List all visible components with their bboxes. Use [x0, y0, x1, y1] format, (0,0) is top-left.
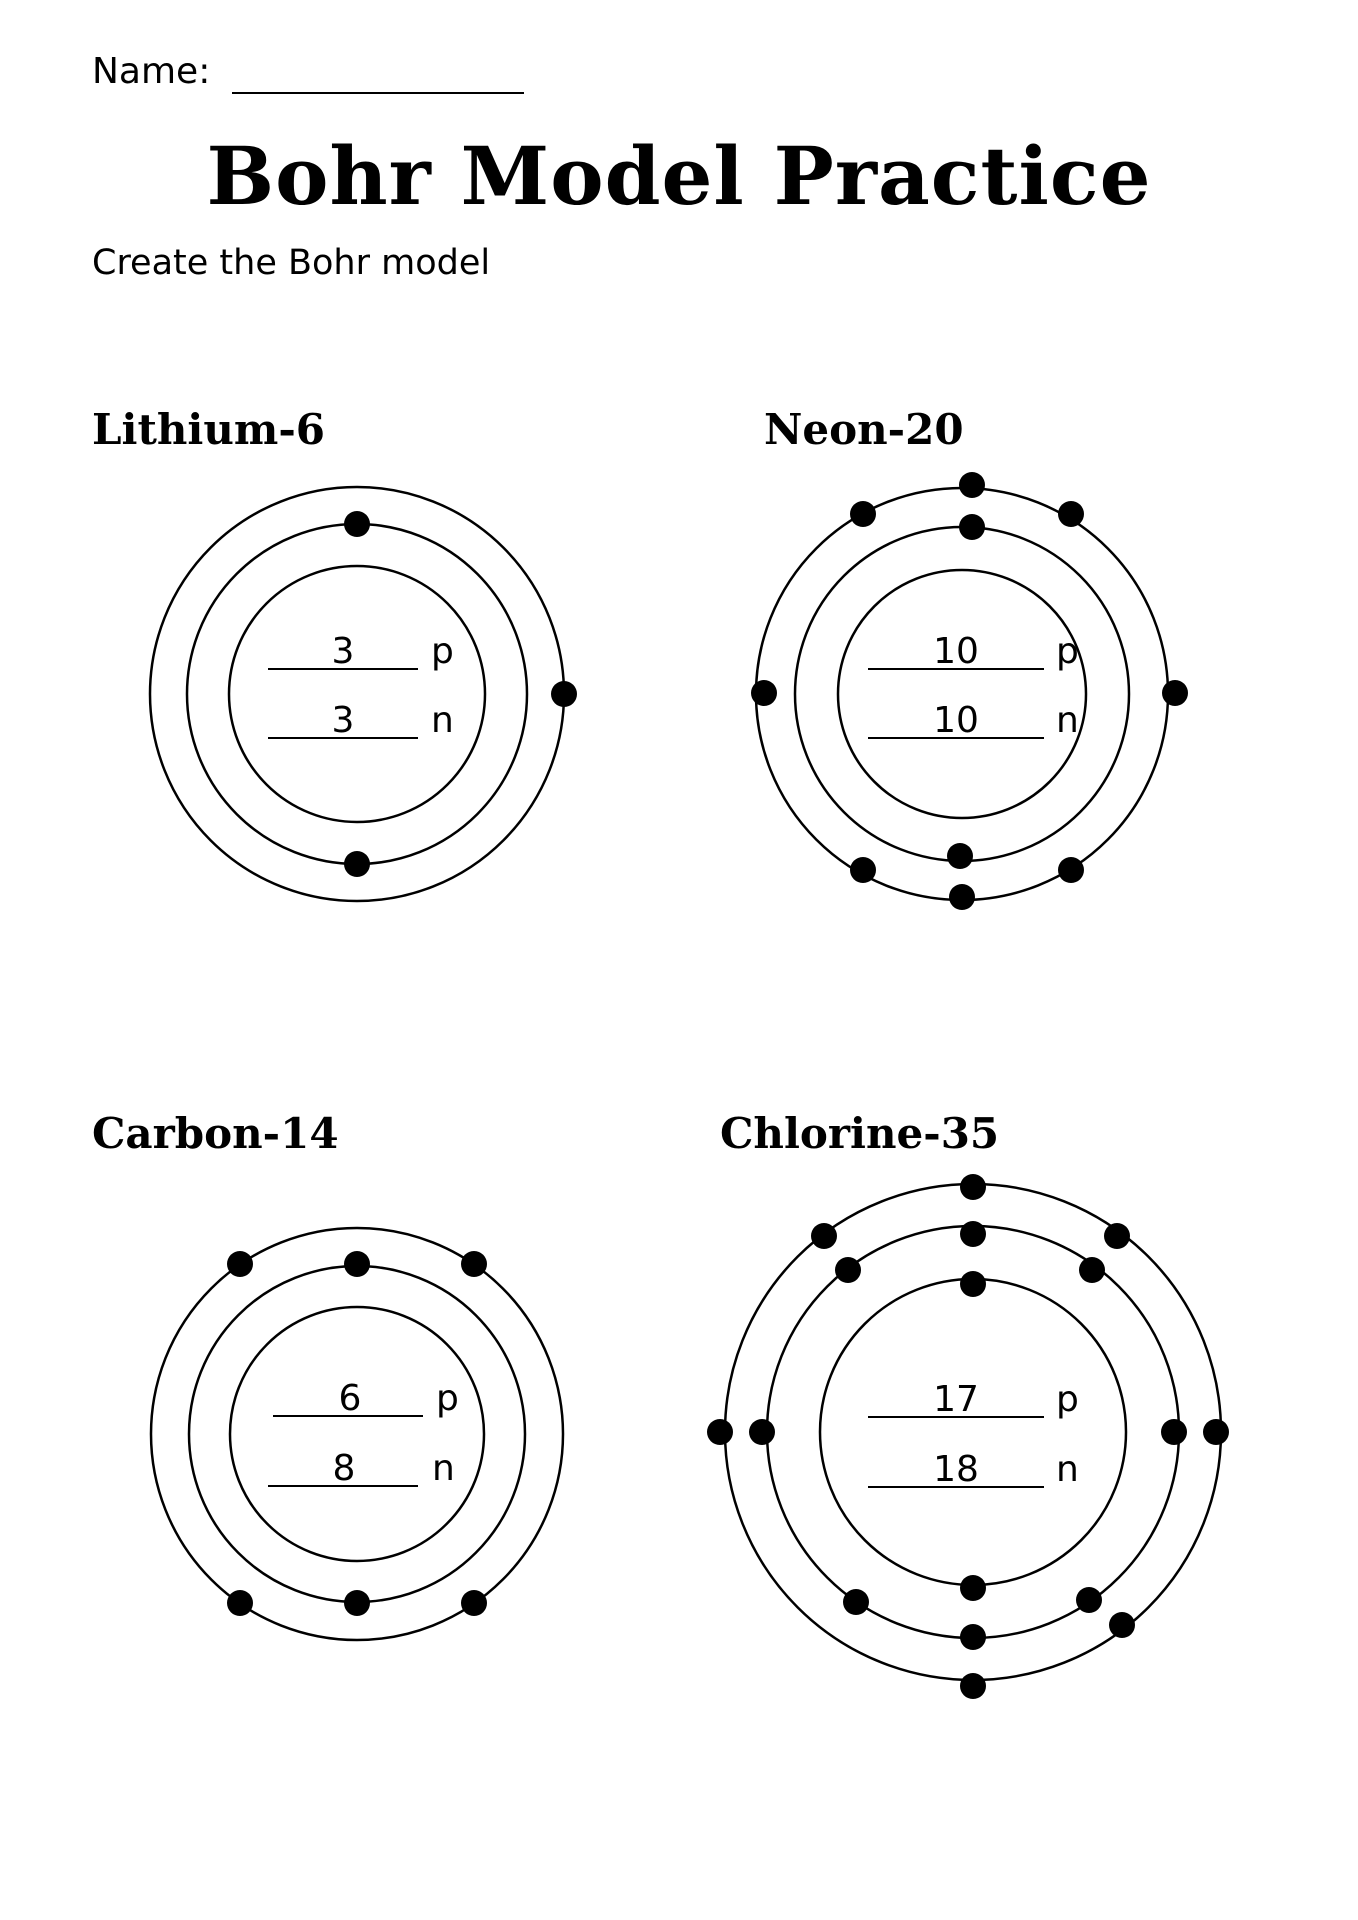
neutron-count: 8: [333, 1448, 356, 1489]
shell-ring: [149, 1226, 565, 1642]
electron: [227, 1590, 253, 1616]
electron: [344, 1590, 370, 1616]
shell-ring: [148, 485, 566, 903]
electron: [461, 1590, 487, 1616]
electron: [835, 1257, 861, 1283]
proton-unit: p: [1056, 1379, 1079, 1420]
electron: [949, 884, 975, 910]
electron: [551, 681, 577, 707]
electron: [850, 857, 876, 883]
electron: [960, 1673, 986, 1699]
proton-unit: p: [1056, 631, 1079, 672]
electron: [960, 1575, 986, 1601]
electron: [850, 501, 876, 527]
neutron-count: 10: [933, 700, 979, 741]
electron: [960, 1271, 986, 1297]
neutron-unit: n: [1056, 700, 1079, 741]
neutron-unit: n: [432, 1448, 455, 1489]
neutron-unit: n: [431, 700, 454, 741]
electron: [749, 1419, 775, 1445]
element-title-carbon: Carbon-14: [92, 1109, 339, 1158]
electron: [811, 1223, 837, 1249]
proton-unit: p: [436, 1378, 459, 1419]
electron: [947, 843, 973, 869]
electron: [959, 472, 985, 498]
nucleus-ring: [228, 1305, 486, 1563]
element-title-lithium: Lithium-6: [92, 405, 326, 454]
proton-unit: p: [431, 631, 454, 672]
electron: [960, 1624, 986, 1650]
electron: [1104, 1223, 1130, 1249]
shell-ring: [185, 522, 529, 866]
electron: [843, 1589, 869, 1615]
electron: [751, 680, 777, 706]
electron: [344, 511, 370, 537]
electron: [344, 851, 370, 877]
bohr-model-carbon: 6 p 8 n: [149, 1226, 565, 1642]
electron: [959, 514, 985, 540]
electron: [227, 1251, 253, 1277]
proton-count: 17: [933, 1379, 979, 1420]
name-field[interactable]: [232, 92, 524, 94]
electron: [461, 1251, 487, 1277]
neutron-count: 18: [933, 1449, 979, 1490]
electron: [1058, 857, 1084, 883]
element-title-neon: Neon-20: [764, 405, 964, 454]
shell-ring: [723, 1182, 1223, 1682]
electron: [1162, 680, 1188, 706]
instructions-text: Create the Bohr model: [92, 243, 491, 283]
nucleus-ring: [818, 1277, 1128, 1587]
shell-ring: [793, 525, 1131, 863]
proton-count: 6: [339, 1378, 362, 1419]
neutron-count: 3: [332, 700, 355, 741]
electron: [960, 1221, 986, 1247]
nucleus-ring: [836, 568, 1088, 820]
electron: [344, 1251, 370, 1277]
bohr-model-lithium: 3 p 3 n: [148, 485, 577, 903]
bohr-model-neon: 10 p 10 n: [751, 472, 1188, 910]
electron: [960, 1174, 986, 1200]
page-title: Bohr Model Practice: [206, 129, 1152, 223]
electron: [1161, 1419, 1187, 1445]
bohr-model-chlorine: 17 p 18 n: [707, 1174, 1229, 1699]
electron: [1203, 1419, 1229, 1445]
shell-ring: [187, 1264, 527, 1604]
electron: [1076, 1587, 1102, 1613]
electron: [1058, 501, 1084, 527]
neutron-unit: n: [1056, 1449, 1079, 1490]
electron: [707, 1419, 733, 1445]
shell-ring: [754, 486, 1170, 902]
proton-count: 10: [933, 631, 979, 672]
proton-count: 3: [332, 631, 355, 672]
nucleus-ring: [227, 564, 487, 824]
electron: [1109, 1612, 1135, 1638]
element-title-chlorine: Chlorine-35: [720, 1109, 1000, 1158]
name-label: Name:: [92, 51, 211, 92]
electron: [1079, 1257, 1105, 1283]
